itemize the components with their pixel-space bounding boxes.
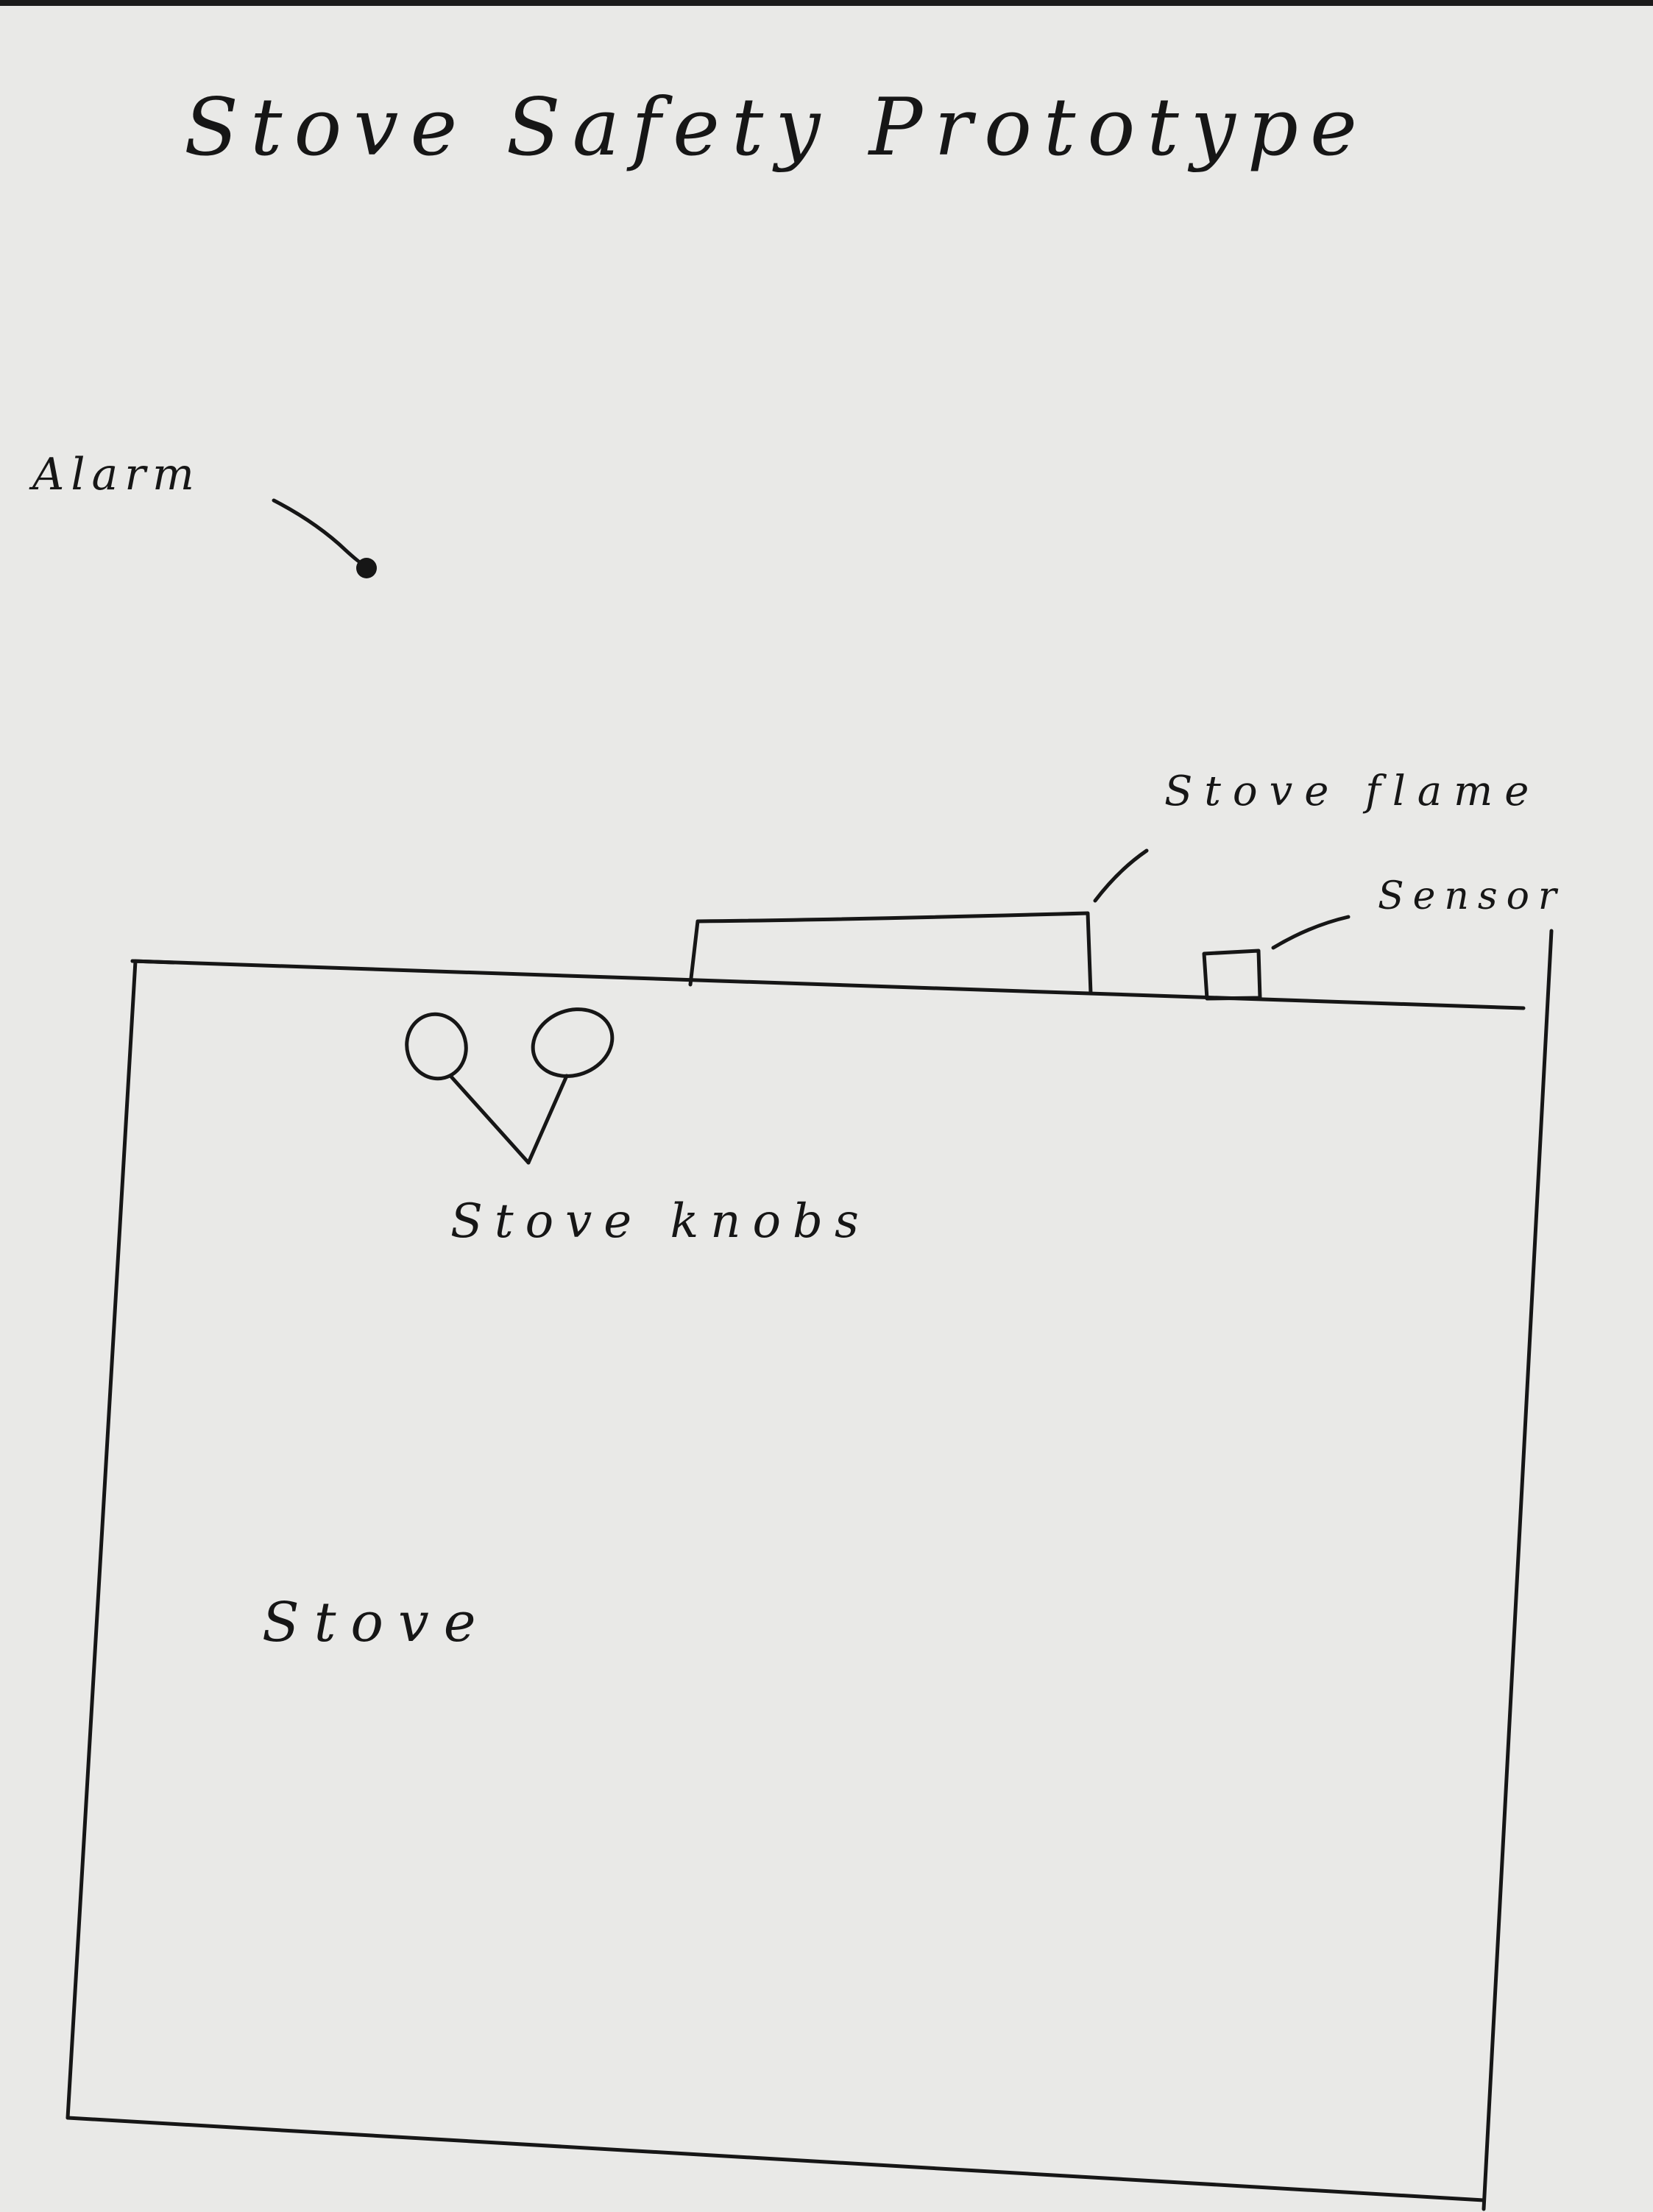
paper-top-edge <box>0 0 1653 6</box>
sensor-label: Sensor <box>1378 874 1565 918</box>
stove-top-edge <box>130 959 1526 1010</box>
stove-knob-right <box>531 1007 615 1078</box>
stove-bottom-edge <box>66 2116 1486 2202</box>
alarm-icon <box>356 558 377 578</box>
stove-label: Stove <box>262 1591 491 1654</box>
stove-flame-label: Stove flame <box>1164 768 1541 815</box>
knobs-pointer-left <box>448 1074 531 1165</box>
knobs-pointer-right <box>526 1074 569 1165</box>
stove-flame <box>688 911 1093 996</box>
stove-top-corner-tick <box>130 959 176 965</box>
sensor-box <box>1202 949 1262 1001</box>
page-title: Stove Safety Prototype <box>184 82 1369 174</box>
stove-knobs-label: Stove knobs <box>450 1194 871 1249</box>
stove-left-edge <box>66 959 138 2120</box>
sensor-leader-line <box>1271 915 1351 950</box>
stove-knob-left <box>405 1012 468 1081</box>
flame-leader-line <box>1093 848 1149 903</box>
stove-right-edge <box>1482 929 1554 2211</box>
alarm-label: Alarm <box>32 449 201 500</box>
